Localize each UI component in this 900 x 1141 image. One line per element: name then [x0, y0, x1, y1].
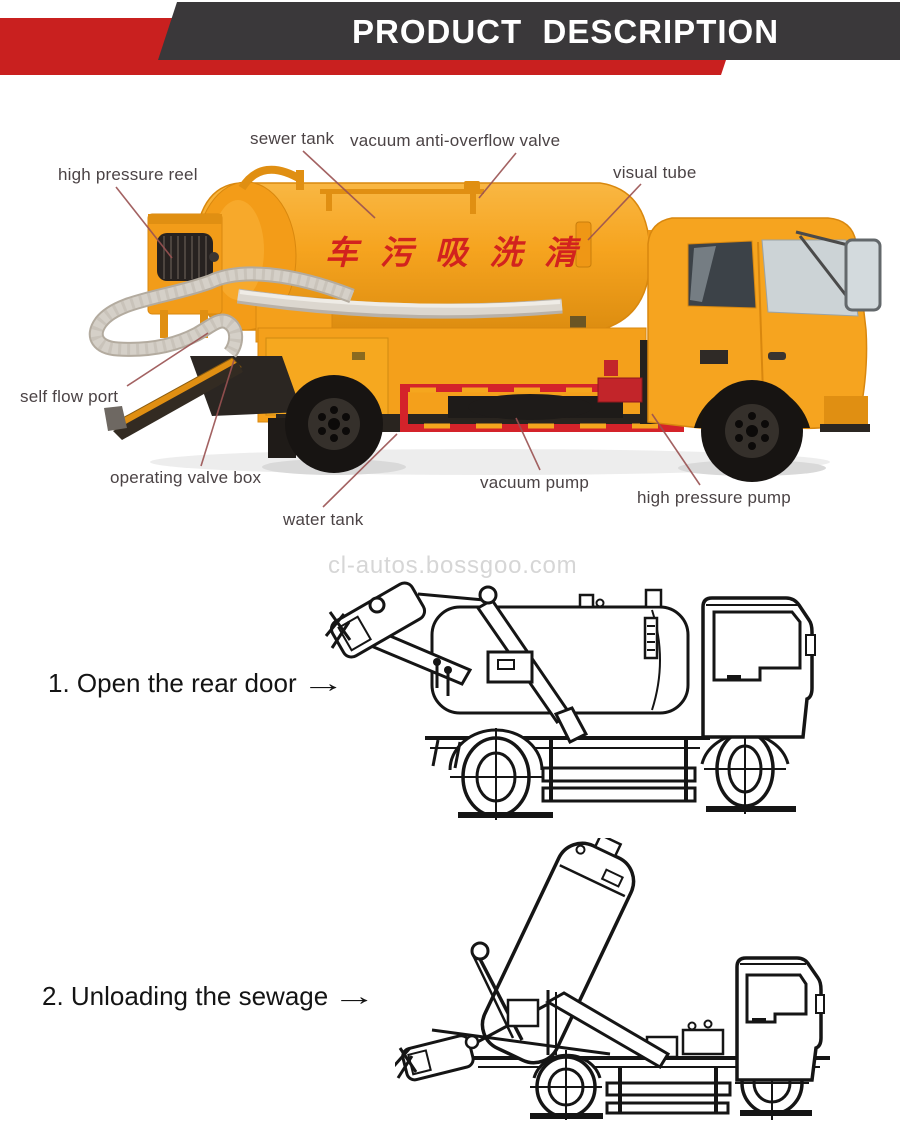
- label-vacuum-pump: vacuum pump: [480, 473, 589, 492]
- suction-hose: [88, 266, 355, 358]
- step-2-text: 2. Unloading the sewage: [42, 981, 329, 1011]
- label-vacuum-anti-overflow-valve: vacuum anti-overflow valve: [350, 131, 561, 150]
- header-banner: PRODUCT DESCRIPTION: [0, 0, 900, 92]
- label-self-flow-port: self flow port: [20, 387, 119, 406]
- label-visual-tube: visual tube: [613, 163, 697, 182]
- label-operating-valve-box: operating valve box: [110, 468, 262, 487]
- side-hose: [236, 288, 563, 319]
- leader-anti-overflow: [478, 152, 517, 199]
- label-sewer-tank: sewer tank: [250, 129, 335, 148]
- right-arrow-icon: →: [332, 981, 377, 1011]
- line-drawing-unloading-sewage: [395, 838, 830, 1120]
- step-2-label: 2. Unloading the sewage→: [42, 981, 376, 1012]
- sewage-tank: 车 污 吸 洗 清: [193, 165, 651, 331]
- right-arrow-icon: →: [300, 668, 345, 698]
- front-wheel: [701, 380, 803, 482]
- leader-vacuum-pump: [515, 417, 541, 471]
- watermark: cl-autos.bossgoo.com: [328, 552, 578, 579]
- drawing1-rear-wheel: [431, 728, 553, 820]
- rear-wheel: [285, 375, 383, 473]
- step-1-text: 1. Open the rear door: [48, 668, 297, 698]
- drawing2-cab: [735, 956, 825, 1082]
- drawing1-rear-arm: [324, 581, 589, 745]
- cab: [647, 217, 882, 432]
- drawing2-lift-arm: [395, 941, 671, 1082]
- leader-lines: [115, 150, 701, 508]
- leader-visual-tube: [587, 183, 642, 241]
- header-dark-band: [158, 2, 900, 60]
- drawing1-front-wheel: [700, 722, 796, 814]
- leader-high-pressure-reel: [115, 186, 173, 259]
- step-1-label: 1. Open the rear door→: [48, 668, 345, 699]
- annotated-truck-photo: 车 污 吸 洗 清: [0, 95, 900, 555]
- tank-marking: 车 污 吸 洗 清: [325, 233, 582, 272]
- label-water-tank: water tank: [283, 510, 364, 529]
- label-high-pressure-pump: high pressure pump: [637, 488, 791, 507]
- drawing2-rear-wheel: [530, 1050, 603, 1120]
- leader-water-tank: [322, 433, 398, 508]
- side-mirror: [795, 230, 882, 312]
- line-drawing-open-rear-door: [324, 581, 816, 820]
- leader-self-flow-port: [126, 332, 209, 387]
- leader-high-pressure-pump: [651, 413, 701, 486]
- self-flow-ramp: [104, 356, 302, 440]
- leader-operating-valve-box: [200, 359, 235, 467]
- drawing1-cab: [701, 596, 816, 739]
- truck-photo-art: 车 污 吸 洗 清: [88, 150, 882, 508]
- vacuum-pump-unit: [448, 394, 623, 420]
- drawing1-tank: [430, 588, 690, 715]
- label-high-pressure-reel: high pressure reel: [58, 165, 198, 184]
- leader-sewer-tank: [302, 150, 376, 219]
- page-title: PRODUCT DESCRIPTION: [352, 13, 780, 50]
